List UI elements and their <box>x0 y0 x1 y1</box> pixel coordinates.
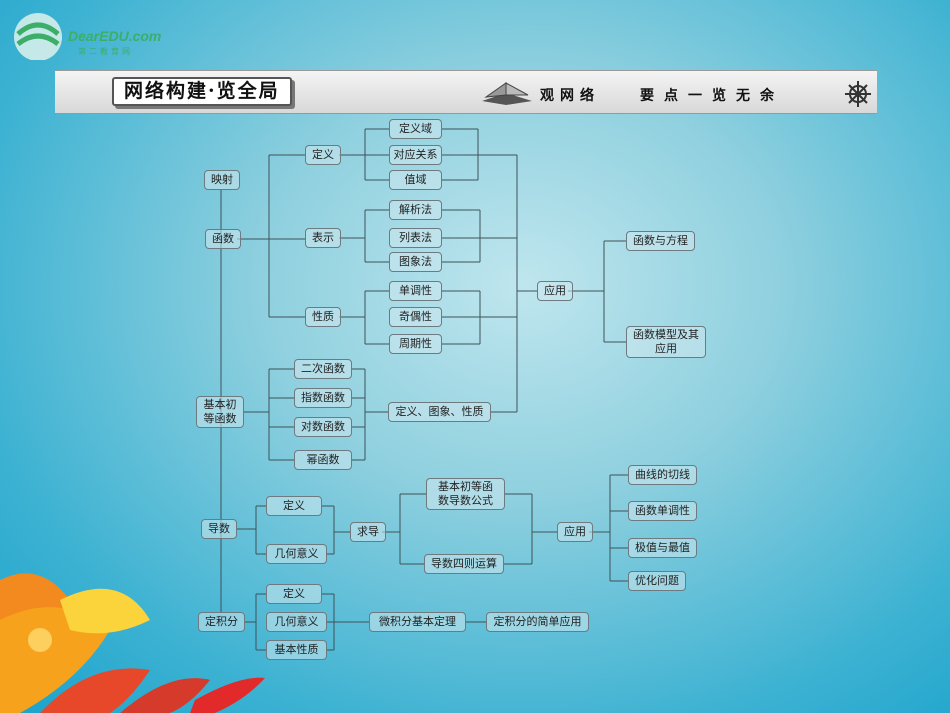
node-daoshu-yingyong: 应用 <box>557 522 593 542</box>
node-jiben-xingzhi: 基本性质 <box>266 640 327 660</box>
node-erci-hanshu: 二次函数 <box>294 359 352 379</box>
dharma-wheel-icon <box>845 81 871 107</box>
node-xingzhi: 性质 <box>305 307 341 327</box>
open-book-icon <box>482 82 532 105</box>
node-duiying-guanxi: 对应关系 <box>389 145 442 165</box>
dearedu-logo <box>10 10 180 65</box>
banner-title: 网络构建·览全局 <box>112 77 292 106</box>
node-dingjifen-jihe-yiyi: 几何意义 <box>266 612 327 632</box>
node-dingyiyu: 定义域 <box>389 119 442 139</box>
banner-subtitle-b: 要点一览无余 <box>640 88 784 104</box>
node-mi-hanshu: 幂函数 <box>294 450 352 470</box>
node-tuxiangfa: 图象法 <box>389 252 442 272</box>
node-hanshu-yu-fangcheng: 函数与方程 <box>626 231 695 251</box>
node-dingjifen: 定积分 <box>198 612 245 632</box>
node-jiben-daoshu-gongshi: 基本初等函数导数公式 <box>426 478 505 510</box>
node-dingjifen-yingyong: 定积分的简单应用 <box>486 612 589 632</box>
node-zhishu-hanshu: 指数函数 <box>294 388 352 408</box>
node-weijifen-dingli: 微积分基本定理 <box>369 612 466 632</box>
node-daoshu-sizeyunsuan: 导数四则运算 <box>424 554 504 574</box>
logo-subtext: 第二教育网 <box>78 47 133 56</box>
node-jiexifa: 解析法 <box>389 200 442 220</box>
node-zhiyu: 值域 <box>389 170 442 190</box>
node-dingyi: 定义 <box>305 145 341 165</box>
node-dandiaoxing: 单调性 <box>389 281 442 301</box>
decorative-flower-graphic <box>0 573 265 713</box>
banner-subtitle-a: 观网络 <box>540 88 600 104</box>
node-youhua-wenti: 优化问题 <box>628 571 686 591</box>
section-banner: 网络构建·览全局 观网络 要点一览无余 <box>55 70 877 114</box>
node-yingshe: 映射 <box>204 170 240 190</box>
node-biaoshi: 表示 <box>305 228 341 248</box>
node-liebiaofa: 列表法 <box>389 228 442 248</box>
node-yingyong: 应用 <box>537 281 573 301</box>
node-jizhi-zuizhi: 极值与最值 <box>628 538 697 558</box>
node-hanshu-dandiaoxing: 函数单调性 <box>628 501 697 521</box>
node-quxian-qiexian: 曲线的切线 <box>628 465 697 485</box>
node-qiudao: 求导 <box>350 522 386 542</box>
node-duishu-hanshu: 对数函数 <box>294 417 352 437</box>
node-daoshu-dingyi: 定义 <box>266 496 322 516</box>
node-zhouqixing: 周期性 <box>389 334 442 354</box>
node-dingyi-tuxiang-xingzhi: 定义、图象、性质 <box>388 402 491 422</box>
node-daoshu-jihe-yiyi: 几何意义 <box>266 544 327 564</box>
node-jiben-chudeng-hanshu: 基本初等函数 <box>196 396 244 428</box>
node-daoshu: 导数 <box>201 519 237 539</box>
logo-swoosh-icon <box>14 13 62 61</box>
node-qiouxing: 奇偶性 <box>389 307 442 327</box>
logo-text: DearEDU.com <box>68 28 162 44</box>
node-hanshu: 函数 <box>205 229 241 249</box>
node-hanshu-moxing-yingyong: 函数模型及其应用 <box>626 326 706 358</box>
node-dingjifen-dingyi: 定义 <box>266 584 322 604</box>
